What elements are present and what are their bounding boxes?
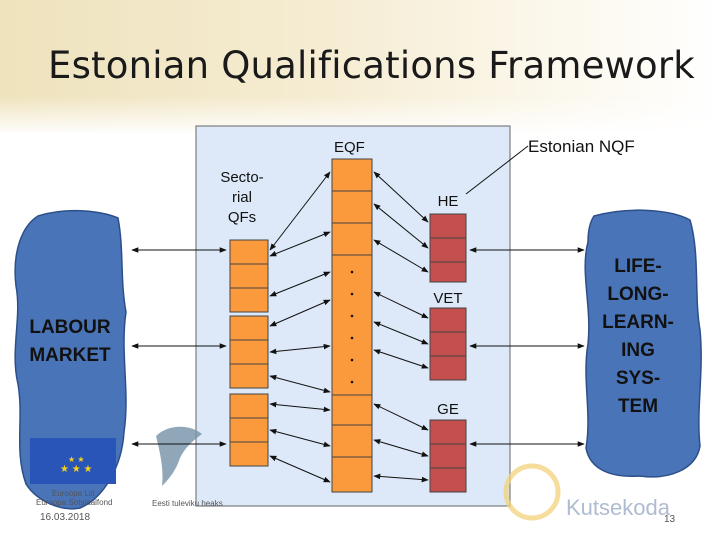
- lifelong-label-line3: LEARN-: [602, 312, 674, 333]
- eqf-continuation-dots: [350, 270, 354, 384]
- svg-text:★ ★: ★ ★: [68, 455, 85, 464]
- lifelong-label-line2: LONG-: [607, 284, 668, 305]
- sectoral-qf-column-2: [229, 315, 269, 389]
- eu-logo-line1: Euroopa Liit: [52, 489, 95, 498]
- sectoral-qfs-label-line1: Secto-: [220, 169, 263, 186]
- lifelong-learning-blob: [584, 209, 702, 478]
- ge-label: GE: [437, 401, 459, 418]
- connection-arrows: [131, 145, 585, 483]
- swallow-logo-icon: [156, 426, 202, 486]
- lifelong-label-line1: LIFE-: [614, 256, 662, 277]
- he-label: HE: [438, 193, 459, 210]
- slide-date: 16.03.2018: [40, 512, 90, 523]
- vet-label: VET: [433, 290, 462, 307]
- sectoral-qfs-label-line3: QFs: [228, 209, 256, 226]
- labour-market-blob: [14, 209, 127, 510]
- labour-market-label-line2: MARKET: [29, 345, 111, 366]
- kutsekoda-logo-icon: [503, 463, 561, 521]
- lifelong-label-line4: ING: [621, 340, 655, 361]
- estonian-logo-text: Eesti tuleviku heaks: [152, 499, 223, 508]
- sectoral-qf-column-1: [229, 239, 269, 313]
- slide-page-number: 13: [664, 514, 676, 525]
- eu-flag-logo: [30, 438, 116, 484]
- sectoral-qf-column-3: [229, 393, 269, 467]
- eu-stars-icon: ★ ★ ★ ★ ★: [60, 455, 92, 475]
- labour-market-label-line1: LABOUR: [29, 317, 111, 338]
- lifelong-label-line6: TEM: [618, 396, 658, 417]
- kutsekoda-logo-text: Kutsekoda: [566, 495, 671, 520]
- lifelong-label-line5: SYS-: [616, 368, 660, 389]
- sectoral-qfs-label-line2: rial: [232, 189, 252, 206]
- svg-text:★ ★ ★: ★ ★ ★: [60, 464, 92, 475]
- nqf-column: [429, 213, 467, 493]
- estonian-nqf-label: Estonian NQF: [528, 137, 635, 156]
- eqf-label: EQF: [334, 139, 365, 156]
- eu-logo-line2: Euroopa Sotsiaalfond: [36, 498, 113, 507]
- eqf-column: [331, 158, 373, 493]
- page-title: Estonian Qualifications Framework: [48, 44, 695, 87]
